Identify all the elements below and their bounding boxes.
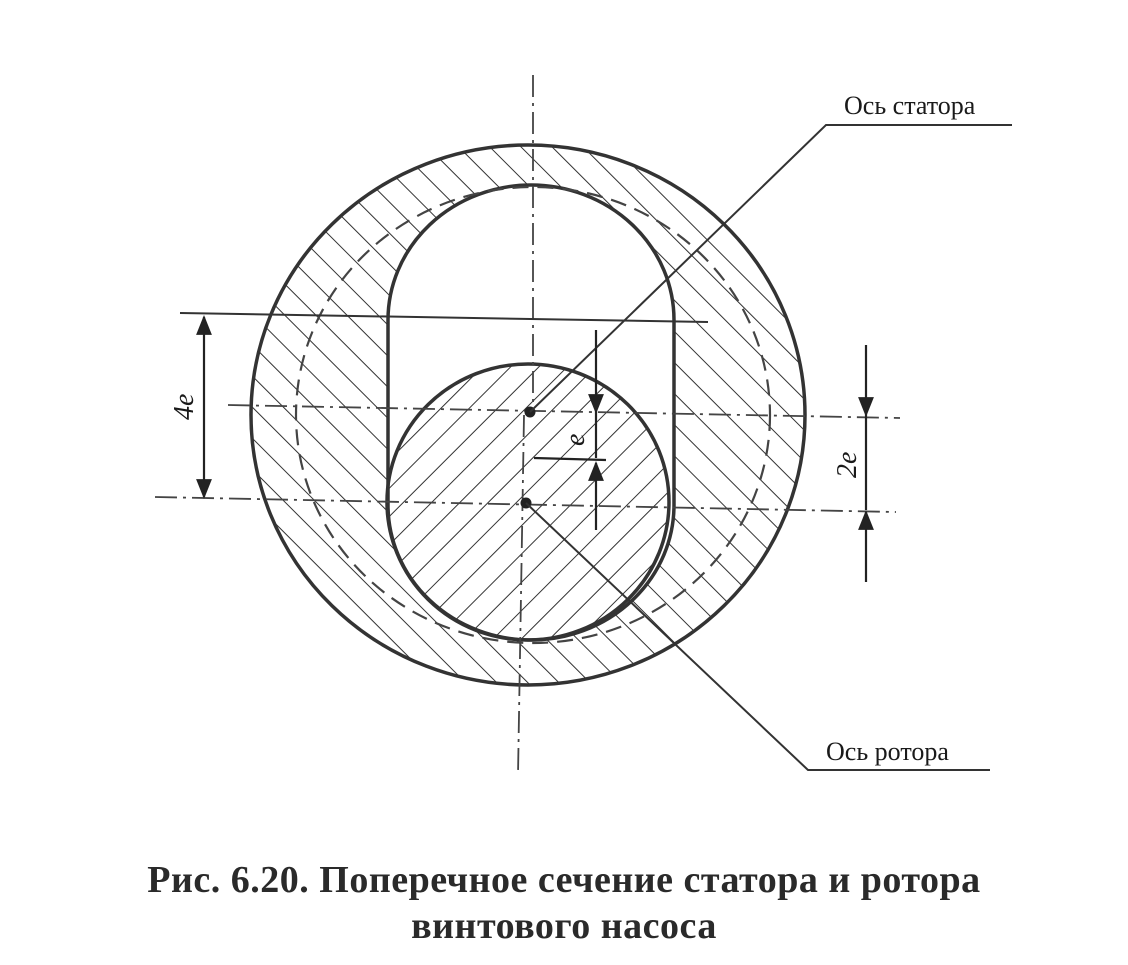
rotor-axis-leader bbox=[525, 502, 990, 771]
stator-axis-leader bbox=[529, 124, 1012, 413]
dim-2e-label: 2e bbox=[832, 452, 863, 478]
dim-e-label: e bbox=[560, 434, 591, 446]
stator-axis-label: Ось статора bbox=[844, 91, 976, 120]
pitch-circle bbox=[294, 185, 772, 645]
figure-caption-line1: Рис. 6.20. Поперечное сечение статора и … bbox=[147, 859, 981, 901]
reference-line-top bbox=[179, 312, 709, 323]
figure-caption-line2: винтового насоса bbox=[411, 905, 717, 947]
rotor-axis-label: Ось ротора bbox=[826, 737, 949, 766]
dimension-e bbox=[533, 330, 607, 530]
dim-4e-label: 4e bbox=[169, 394, 200, 420]
